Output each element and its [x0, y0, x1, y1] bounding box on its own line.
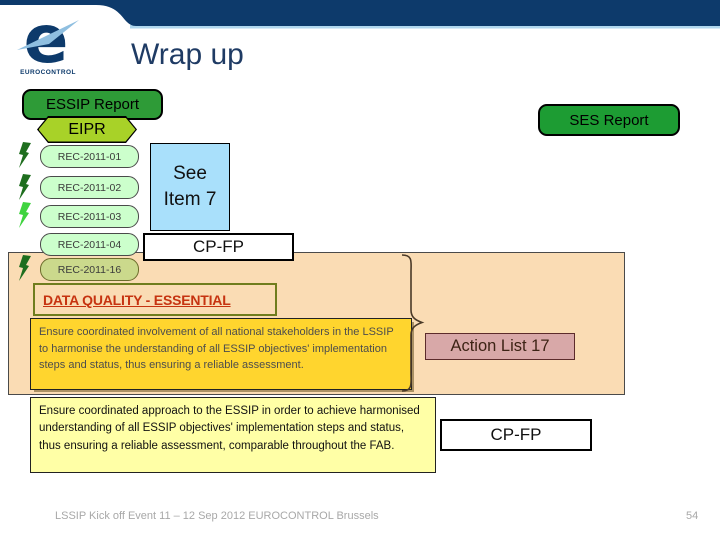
cp-fp-top-label: CP-FP: [193, 237, 244, 256]
curly-brace-icon: [401, 254, 425, 392]
rec-pill: REC-2011-03: [40, 205, 139, 228]
see-item-line1: See: [173, 163, 207, 185]
rec-pill-label: REC-2011-01: [57, 150, 122, 163]
page-number: 54: [686, 510, 699, 522]
essip-report-label: ESSIP Report: [45, 96, 140, 113]
lightning-icon: [19, 202, 31, 228]
ensure-involvement-box: Ensure coordinated involvement of all na…: [30, 318, 412, 390]
rec-pill-label: REC-2011-04: [57, 238, 122, 251]
rec-pill-label: REC-2011-02: [57, 181, 122, 194]
eipr-box: EIPR: [37, 116, 137, 143]
action-list-box: Action List 17: [425, 333, 575, 360]
eurocontrol-logo-icon: e: [17, 1, 79, 78]
ses-report-label: SES Report: [569, 111, 649, 129]
data-quality-box: DATA QUALITY - ESSENTIAL: [33, 283, 277, 316]
ensure-approach-box: Ensure coordinated approach to the ESSIP…: [30, 397, 436, 473]
footer-event-text: LSSIP Kick off Event 11 – 12 Sep 2012 EU…: [55, 510, 379, 522]
cp-fp-bottom-box: CP-FP: [440, 419, 592, 451]
essip-report-box: ESSIP Report: [22, 89, 163, 120]
lightning-icon: [19, 174, 31, 200]
header-band: [0, 0, 720, 29]
rec-pill-label: REC-2011-16: [57, 263, 122, 276]
rec-pill: REC-2011-02: [40, 176, 139, 199]
page-title: Wrap up: [131, 38, 244, 71]
see-item-note: See Item 7: [150, 143, 230, 231]
see-item-line2: Item 7: [163, 189, 217, 210]
rec-pill: REC-2011-16: [40, 258, 139, 281]
cp-fp-top-box: CP-FP: [143, 233, 294, 261]
lightning-icon: [19, 142, 31, 168]
rec-pill: REC-2011-04: [40, 233, 139, 256]
ses-report-box: SES Report: [538, 104, 680, 136]
cp-fp-bottom-label: CP-FP: [490, 425, 542, 444]
data-quality-label: DATA QUALITY - ESSENTIAL: [43, 291, 231, 308]
eurocontrol-logo-text: EUROCONTROL: [20, 69, 76, 76]
eurocontrol-logo: e EUROCONTROL: [12, 1, 84, 86]
rec-pill-label: REC-2011-03: [57, 210, 122, 223]
eipr-label: EIPR: [39, 118, 136, 142]
action-list-label: Action List 17: [450, 337, 550, 355]
rec-pill: REC-2011-01: [40, 145, 139, 168]
lightning-icon: [19, 255, 31, 281]
